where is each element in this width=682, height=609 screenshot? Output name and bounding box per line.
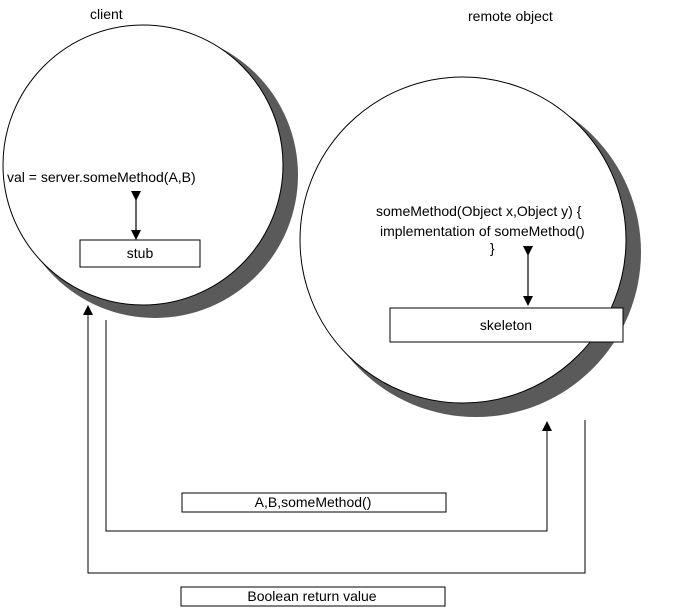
response-message-box <box>180 586 446 607</box>
remote-circle <box>299 76 627 404</box>
client-call-text: val = server.someMethod(A,B) <box>7 169 196 185</box>
client-circle <box>2 24 284 306</box>
request-path <box>105 320 552 532</box>
method-close-brace: } <box>490 240 495 256</box>
stub-box <box>79 239 201 268</box>
response-path <box>83 305 586 574</box>
stub-label: stub <box>127 245 154 261</box>
method-body-text: implementation of someMethod() <box>380 223 585 239</box>
skeleton-label: skeleton <box>480 317 532 333</box>
response-message-label: Boolean return value <box>247 588 376 604</box>
client-title: client <box>90 6 123 22</box>
skeleton-box <box>389 307 624 343</box>
remote-object-title: remote object <box>468 8 553 24</box>
request-message-label: A,B,someMethod() <box>255 494 372 510</box>
request-message-box <box>181 492 447 513</box>
remote-object-node <box>299 76 641 417</box>
method-signature-text: someMethod(Object x,Object y) { <box>376 203 582 219</box>
